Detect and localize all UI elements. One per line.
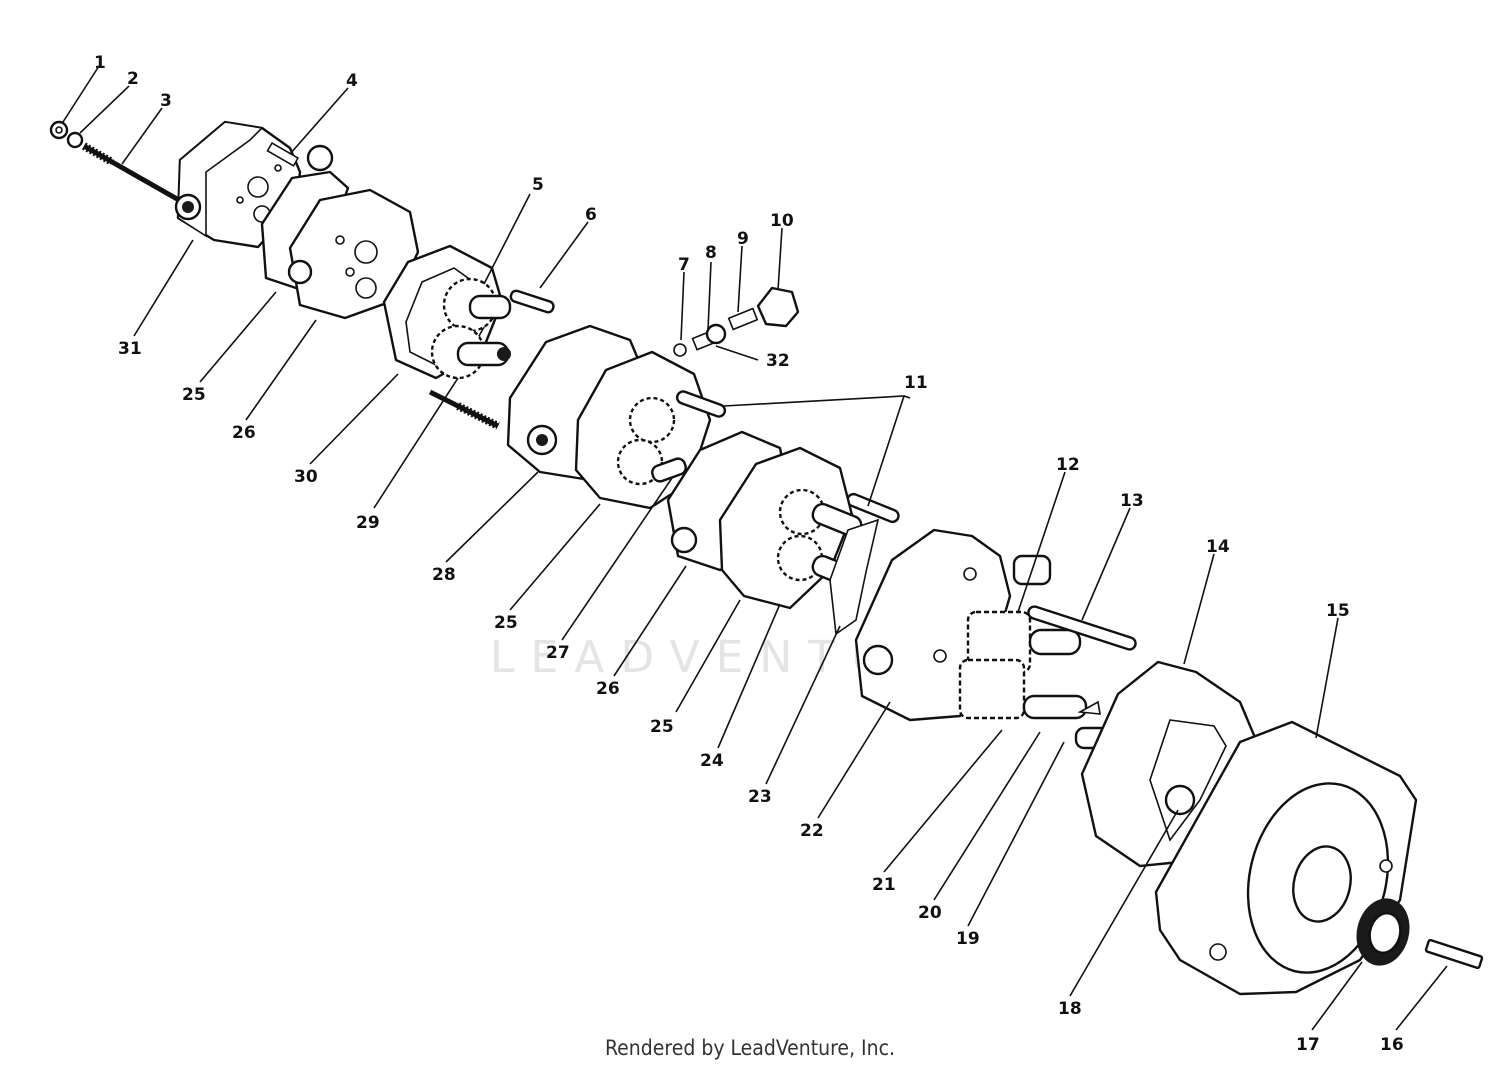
callout-1: 1 — [94, 53, 106, 73]
callout-30: 30 — [294, 467, 318, 487]
callout-25-b: 25 — [494, 613, 518, 633]
callout-20: 20 — [918, 903, 942, 923]
callout-16: 16 — [1380, 1035, 1404, 1055]
callout-27: 27 — [546, 643, 570, 663]
footer-credit: Rendered by LeadVenture, Inc. — [605, 1036, 895, 1060]
callout-6: 6 — [585, 205, 597, 225]
callout-24: 24 — [700, 751, 724, 771]
callout-29: 29 — [356, 513, 380, 533]
callout-9: 9 — [737, 229, 749, 249]
callout-labels: 1 2 3 4 5 6 7 8 9 10 11 12 13 14 15 16 1… — [94, 53, 1404, 1055]
callout-19: 19 — [956, 929, 980, 949]
callout-25-c: 25 — [650, 717, 674, 737]
callout-32: 32 — [766, 351, 790, 371]
callout-14: 14 — [1206, 537, 1230, 557]
callout-31: 31 — [118, 339, 142, 359]
callout-18: 18 — [1058, 999, 1082, 1019]
callout-2: 2 — [127, 69, 139, 89]
leader-lines — [62, 65, 1448, 1031]
callout-10: 10 — [770, 211, 794, 231]
callout-25-a: 25 — [182, 385, 206, 405]
callout-4: 4 — [346, 71, 358, 91]
callout-8: 8 — [705, 243, 717, 263]
callout-5: 5 — [532, 175, 544, 195]
callout-13: 13 — [1120, 491, 1144, 511]
callout-28: 28 — [432, 565, 456, 585]
callout-21: 21 — [872, 875, 896, 895]
callout-12: 12 — [1056, 455, 1080, 475]
callout-11: 11 — [904, 373, 928, 393]
callout-3: 3 — [160, 91, 172, 111]
callout-23: 23 — [748, 787, 772, 807]
callout-22: 22 — [800, 821, 824, 841]
callout-15: 15 — [1326, 601, 1350, 621]
callout-26-b: 26 — [596, 679, 620, 699]
callout-17: 17 — [1296, 1035, 1320, 1055]
callout-26-a: 26 — [232, 423, 256, 443]
callout-7: 7 — [678, 255, 690, 275]
parts-drawing — [49, 120, 1484, 996]
